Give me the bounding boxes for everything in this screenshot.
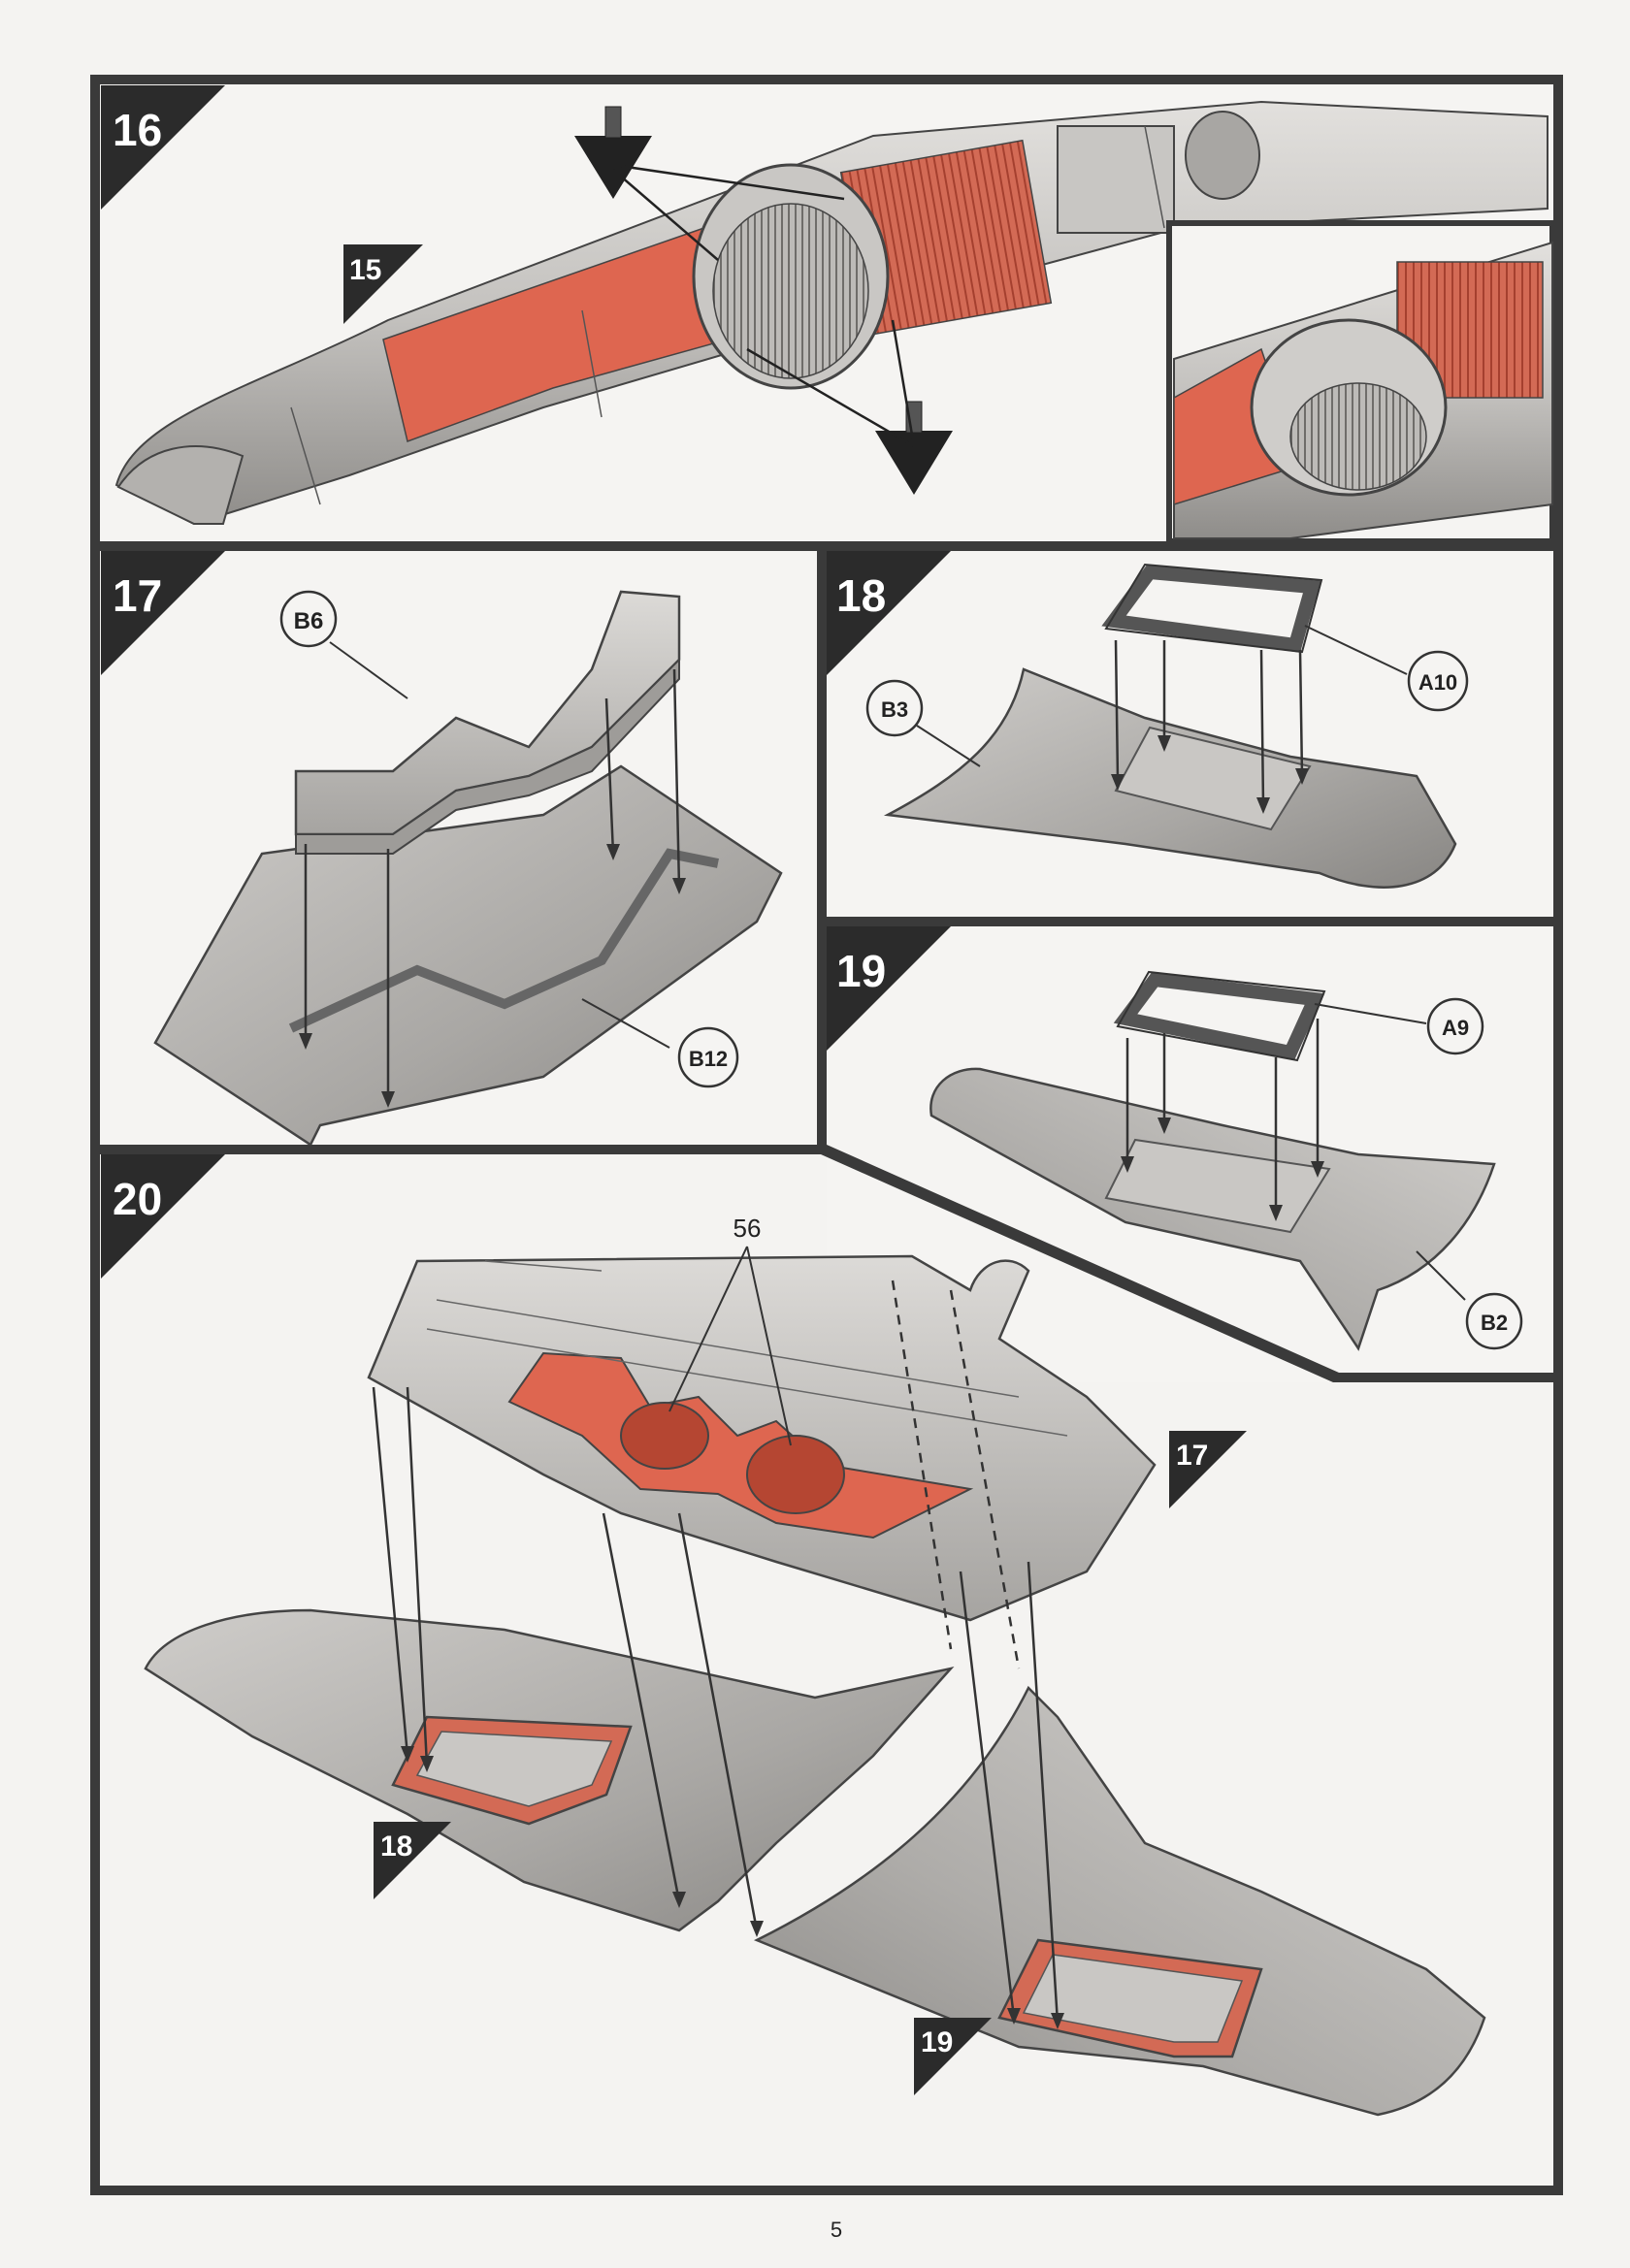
- ref-step-17-flag: [1169, 1431, 1247, 1508]
- arrow-head: [1121, 1156, 1134, 1173]
- arrow-head: [381, 1091, 395, 1108]
- callout-leader: [581, 998, 670, 1049]
- step-18-panel: A10 B3 18: [827, 551, 1552, 917]
- step-19-badge: [827, 926, 951, 1051]
- lower-wing-right-frame-inner: [1022, 1954, 1244, 2043]
- callout-a9-label: A9: [1442, 1016, 1469, 1040]
- ref-step-15-label: 15: [349, 254, 381, 286]
- callout-a10: [1407, 650, 1469, 712]
- glue-tube-icon: [574, 106, 652, 199]
- ref-step-19-label: 19: [921, 2026, 953, 2058]
- assembly-arrow: [304, 668, 681, 1101]
- step-20-badge: [101, 1154, 225, 1279]
- arrow-head: [1157, 1118, 1171, 1134]
- callout-leader: [668, 1246, 792, 1446]
- ref-step-18-flag: [374, 1822, 451, 1899]
- nose-cone: [116, 445, 244, 525]
- ref-step-15-flag: [343, 244, 423, 324]
- step-20-panel: 56 20 17 18 19: [101, 1154, 1486, 2117]
- assembly-arrow: [1125, 1019, 1320, 1213]
- callout-b12: [677, 1026, 739, 1088]
- arrow-head: [1256, 797, 1270, 814]
- callout-b3-label: B3: [881, 697, 908, 722]
- callout-a10-label: A10: [1418, 670, 1457, 695]
- arrow-head: [606, 844, 620, 860]
- assembly-arrow: [959, 1561, 1060, 2024]
- cockpit-detail: [1057, 125, 1175, 234]
- ref-step-18-label: 18: [380, 1831, 412, 1863]
- step-17-badge: [101, 551, 225, 675]
- arrow-head: [1051, 2013, 1064, 2029]
- arrow-head: [1007, 2008, 1021, 2025]
- callout-leader: [1304, 625, 1408, 675]
- step-19-number: 19: [836, 946, 886, 996]
- assembly-arrow-dashed: [891, 1280, 1021, 1669]
- step-16-number: 16: [113, 105, 162, 155]
- cockpit-seat: [1185, 111, 1260, 200]
- lower-wing-left-frame-inner: [415, 1731, 613, 1807]
- arrow-head: [401, 1746, 414, 1763]
- callout-b12-label: B12: [689, 1047, 728, 1071]
- callout-leader: [1314, 1003, 1427, 1024]
- divider-17-18: [817, 551, 827, 1145]
- callout-leader: [916, 725, 981, 767]
- cockpit-well-left: [620, 1402, 709, 1470]
- glue-arrow: [612, 163, 916, 448]
- arrow-head: [1157, 735, 1171, 752]
- page-frame: [90, 75, 1563, 2195]
- bulkhead-grill: [712, 203, 869, 379]
- arrow-head: [299, 1033, 312, 1050]
- step-18-number: 18: [836, 570, 886, 621]
- arrow-head: [1295, 768, 1309, 785]
- panel-line: [290, 125, 1165, 505]
- divider-18-19: [827, 917, 1558, 926]
- ref-step-19-flag: [914, 2018, 992, 2095]
- part-a10: [1101, 565, 1321, 653]
- panel-line: [426, 1260, 1068, 1437]
- arrow-head: [420, 1756, 434, 1772]
- callout-b2: [1465, 1292, 1523, 1350]
- part-b6-side: [295, 657, 680, 855]
- arrow-head: [1311, 1161, 1324, 1178]
- arrow-head: [672, 878, 686, 894]
- arrow-head: [1269, 1205, 1283, 1221]
- callout-b6: [279, 590, 338, 648]
- part-a9-outline: [1116, 970, 1326, 1062]
- step-20-number: 20: [113, 1174, 162, 1224]
- arrow-head: [1111, 774, 1125, 791]
- callout-leader: [1416, 1250, 1466, 1301]
- step-16-badge: [101, 85, 225, 210]
- step-16-panel: 16 15: [101, 85, 1555, 544]
- step-18-badge: [827, 551, 951, 675]
- callout-b2-label: B2: [1481, 1311, 1508, 1335]
- inset-grill: [1289, 382, 1427, 491]
- lower-wing-right: [753, 1685, 1486, 2117]
- part-a9: [1113, 972, 1325, 1060]
- page-number: 5: [831, 2218, 842, 2242]
- callout-56-label: 56: [734, 1214, 762, 1243]
- ref-step-17-label: 17: [1176, 1440, 1208, 1472]
- callout-a9: [1426, 997, 1484, 1055]
- cockpit-well-right: [746, 1435, 845, 1514]
- callout-b6-label: B6: [294, 608, 324, 634]
- step-17-number: 17: [113, 570, 162, 621]
- step-17-panel: B6 B12 17: [101, 551, 817, 1147]
- assembly-arrow: [372, 1386, 759, 1931]
- callout-b3: [865, 679, 924, 737]
- assembly-arrow: [1114, 639, 1304, 806]
- arrow-head: [672, 1892, 686, 1908]
- divider-16: [95, 541, 1558, 551]
- arrow-head: [750, 1921, 764, 1937]
- callout-leader: [329, 641, 408, 699]
- part-a10-outline: [1104, 563, 1323, 654]
